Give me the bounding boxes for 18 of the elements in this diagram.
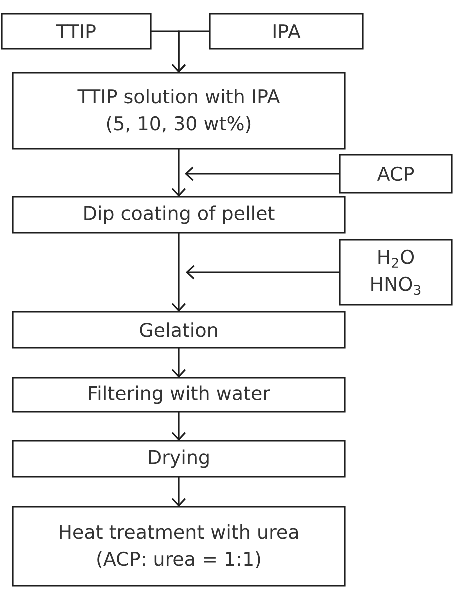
arrow: [172, 30, 210, 73]
arrow: [172, 233, 186, 312]
input-box: IPA: [209, 13, 364, 50]
input-box: ACP: [339, 154, 453, 194]
input-box: TTIP: [1, 13, 152, 50]
input-box: H$_{2}$O HNO$_{3}$: [339, 239, 453, 306]
arrow: [186, 265, 340, 280]
process-box: Filtering with water: [12, 377, 346, 413]
arrow: [172, 412, 186, 441]
process-box: Drying: [12, 440, 346, 478]
process-box: Gelation: [12, 311, 346, 349]
process-box: Heat treatment with urea (ACP: urea = 1:1): [12, 506, 346, 587]
arrow: [172, 348, 186, 378]
arrow: [172, 477, 186, 507]
arrow: [185, 166, 340, 182]
process-box: TTIP solution with IPA (5, 10, 30 wt%): [12, 72, 346, 150]
process-box: Dip coating of pellet: [12, 196, 346, 234]
arrow: [172, 149, 186, 197]
